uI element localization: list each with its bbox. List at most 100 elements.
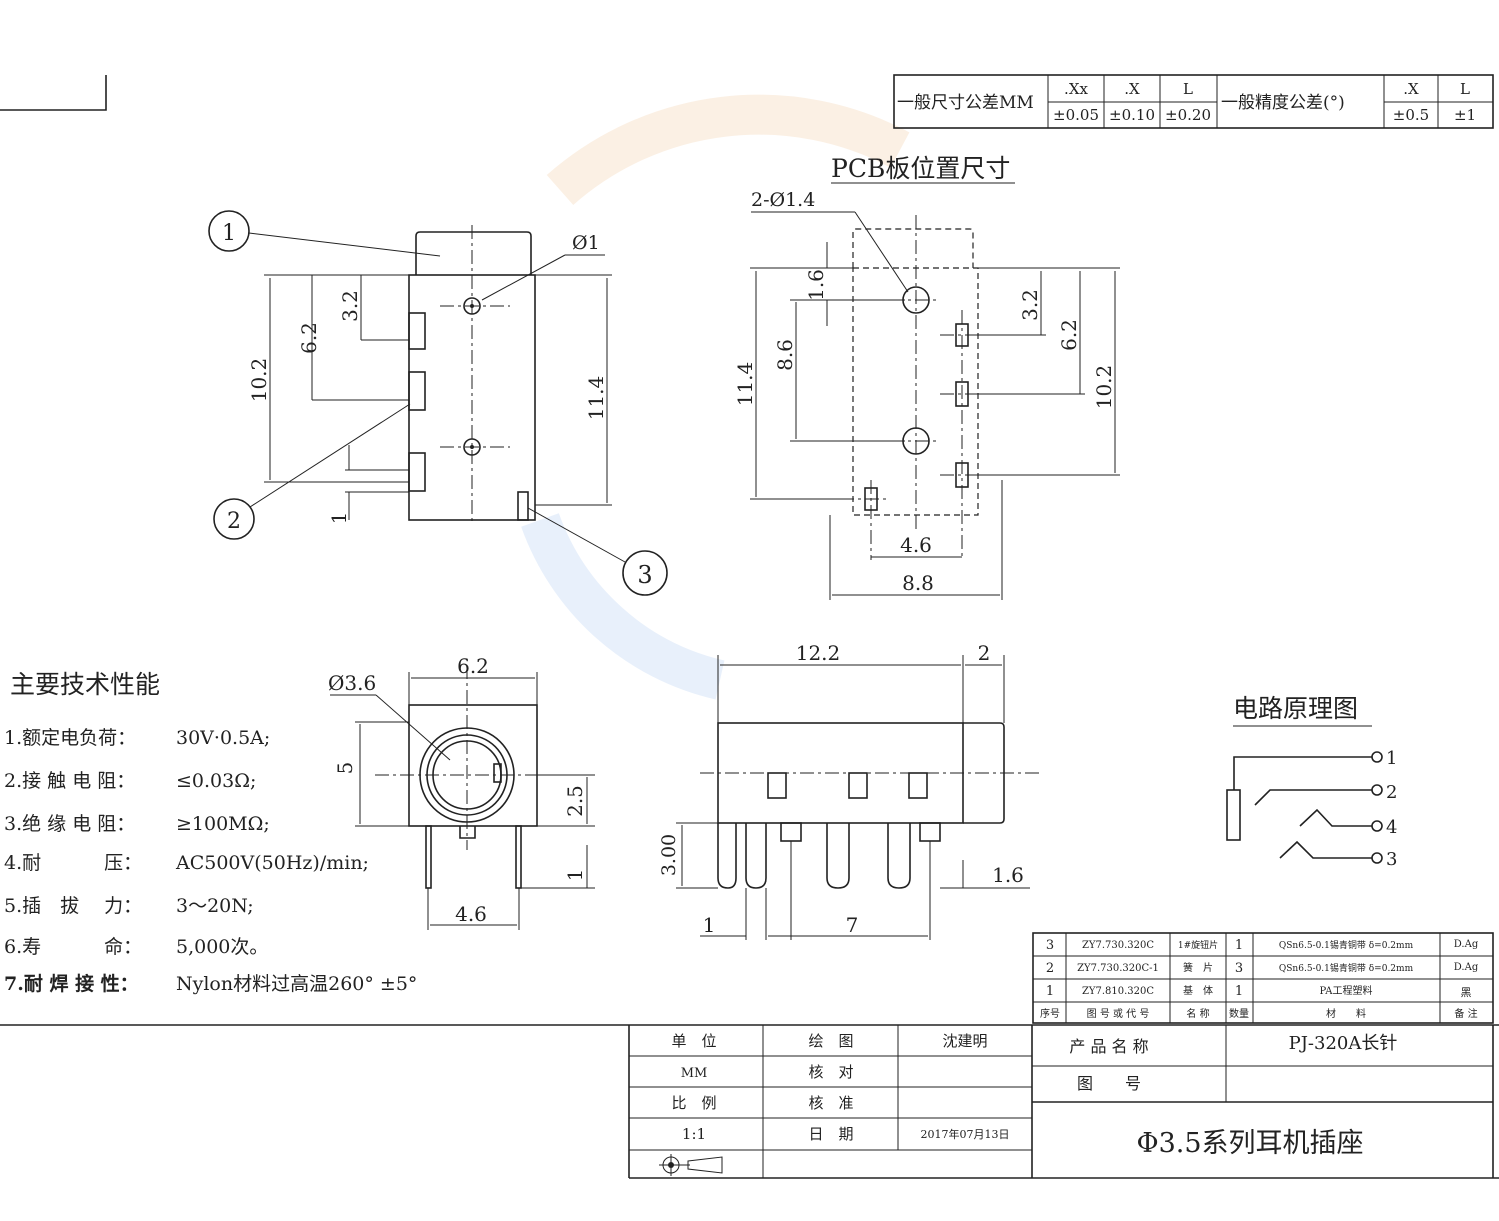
tb-label: 绘 图 [808, 1032, 853, 1050]
dim-label: 8.8 [902, 571, 934, 595]
tb-value: MM [681, 1066, 708, 1081]
tb-value: 2017年07月13日 [921, 1127, 1010, 1141]
spec-value: 5,000次。 [176, 936, 268, 958]
bom-material: QSn6.5-0.1锡青铜带 δ=0.2mm [1279, 939, 1414, 951]
spec-value: AC500V(50Hz)/min; [175, 852, 369, 874]
tol-head: L [1460, 80, 1470, 98]
bom-header: 备 注 [1454, 1007, 1477, 1020]
dim-label: 10.2 [1092, 365, 1116, 410]
bom-no: 3 [1046, 938, 1054, 953]
bom-material: QSn6.5-0.1锡青铜带 δ=0.2mm [1279, 962, 1414, 974]
bom-table: 3 ZY7.730.320C 1#旋钮片 1 QSn6.5-0.1锡青铜带 δ=… [1032, 932, 1494, 1024]
tol-val: ±1 [1454, 106, 1476, 124]
tol-val: ±0.10 [1109, 106, 1155, 124]
dim-label: 6.2 [297, 322, 321, 354]
tol-head: .X [1403, 80, 1419, 98]
callout-number: 3 [637, 561, 652, 589]
callout-number: 2 [227, 509, 241, 534]
circuit-diagram: 电路原理图 1 2 4 3 [1226, 694, 1397, 870]
tb-label: 比 例 [671, 1094, 716, 1112]
callout-balloon [622, 550, 668, 596]
dim-label: 8.6 [773, 339, 797, 371]
pin-label: 3 [1386, 849, 1397, 870]
bom-header: 数量 [1229, 1007, 1249, 1020]
bom-material: PA工程塑料 [1319, 984, 1372, 997]
bom-header: 名 称 [1186, 1007, 1209, 1020]
spec-label: 2.接 触 电 阻： [4, 770, 135, 792]
bom-header: 图 号 或 代 号 [1087, 1008, 1150, 1020]
pcb-hole-note: 2-Ø1.4 [751, 189, 815, 211]
side-view: 10.2 6.2 3.2 11.4 1 Ø1 1 2 3 [208, 210, 668, 596]
tol-head: .Xx [1064, 80, 1088, 98]
dim-label: 2.5 [563, 785, 587, 817]
dim-label: 5 [333, 762, 357, 775]
tb-value: 1:1 [682, 1125, 706, 1143]
bom-header: 材 料 [1326, 1007, 1366, 1020]
dim-label: 1 [327, 512, 351, 525]
tb-label: 核 准 [808, 1094, 853, 1112]
callout-number: 1 [222, 221, 236, 246]
watermark [521, 94, 910, 700]
dim-label: 6.2 [1057, 319, 1081, 351]
series-title: Φ3.5系列耳机插座 [1136, 1128, 1363, 1159]
spec-value: Nylon材料过高温260° ±5° [176, 973, 417, 995]
specs-title: 主要技术性能 [10, 670, 160, 699]
tb-value: 沈建明 [942, 1032, 987, 1050]
pin-label: 1 [1386, 748, 1397, 769]
spec-label: 1.额定电负荷： [4, 727, 136, 749]
dim-label: Ø3.6 [328, 671, 376, 695]
corner-frame [0, 75, 107, 111]
circuit-title: 电路原理图 [1233, 694, 1358, 723]
callout-balloon [213, 498, 255, 540]
title-block: 单 位 MM 比 例 1:1 绘 图 核 对 核 准 日 期 沈建明 2017年… [0, 1024, 1499, 1179]
spec-value: 3～20N; [176, 895, 254, 917]
pin-label: 2 [1386, 782, 1397, 803]
dim-label: 1.6 [804, 269, 828, 301]
bom-name: 基 体 [1183, 984, 1213, 997]
bom-note: D.Ag [1454, 962, 1479, 973]
bom-code: ZY7.730.320C [1082, 940, 1154, 951]
spec-value: ≥100MΩ; [176, 813, 270, 835]
hole-note: Ø1 [572, 232, 600, 254]
spec-label: 3.绝 缘 电 阻： [4, 813, 135, 835]
spec-label: 5.插 拔 力： [4, 895, 142, 917]
tb-label: 图 号 [1077, 1074, 1141, 1093]
dim-label: 7 [846, 913, 859, 937]
bottom-view: 12.2 2 3.00 1.6 1 7 [658, 641, 1040, 940]
bom-code: ZY7.810.320C [1082, 986, 1154, 997]
bom-no: 1 [1046, 984, 1054, 999]
dim-label: 1 [703, 913, 716, 937]
front-view: 6.2 Ø3.6 5 2.5 1 4.6 [328, 654, 595, 930]
tol-head: .X [1124, 80, 1140, 98]
tol-val: ±0.5 [1393, 106, 1429, 124]
tb-label: 产 品 名 称 [1069, 1037, 1148, 1056]
dim-label: 4.6 [455, 902, 487, 926]
tb-label: 核 对 [808, 1063, 853, 1081]
pcb-view: PCB板位置尺寸 2-Ø1.4 [733, 154, 1120, 600]
tol-head: L [1183, 80, 1193, 98]
spec-label: 7.耐 焊 接 性： [4, 972, 139, 995]
spec-value: 30V·0.5A; [176, 727, 270, 749]
dim-label: 6.2 [457, 654, 489, 678]
tolerance-table: 一般尺寸公差MM .Xx .X L ±0.05 ±0.10 ±0.20 一般精度… [893, 74, 1494, 129]
dim-label: 1.6 [992, 863, 1024, 887]
bom-no: 2 [1046, 961, 1054, 976]
bom-code: ZY7.730.320C-1 [1077, 963, 1159, 974]
pcb-title: PCB板位置尺寸 [831, 154, 1010, 183]
bom-name: 簧 片 [1183, 961, 1213, 974]
dim-label: 3.00 [658, 834, 680, 876]
projection-symbol-icon [659, 1154, 723, 1176]
bom-qty: 1 [1235, 984, 1243, 999]
callout-balloon [208, 210, 250, 252]
bom-qty: 3 [1235, 961, 1243, 976]
spec-label: 6.寿 命： [4, 936, 142, 958]
bom-note: D.Ag [1454, 939, 1479, 950]
specs-block: 主要技术性能 1.额定电负荷： 30V·0.5A; 2.接 触 电 阻： ≤0.… [4, 670, 417, 995]
dim-label: 11.4 [584, 376, 608, 421]
tb-label: 日 期 [808, 1125, 853, 1143]
spec-value: ≤0.03Ω; [176, 770, 256, 792]
linear-tol-label: 一般尺寸公差MM [897, 93, 1034, 113]
bom-header: 序号 [1040, 1007, 1060, 1020]
pin-label: 4 [1386, 817, 1397, 838]
bom-note: 黑 [1461, 986, 1472, 999]
